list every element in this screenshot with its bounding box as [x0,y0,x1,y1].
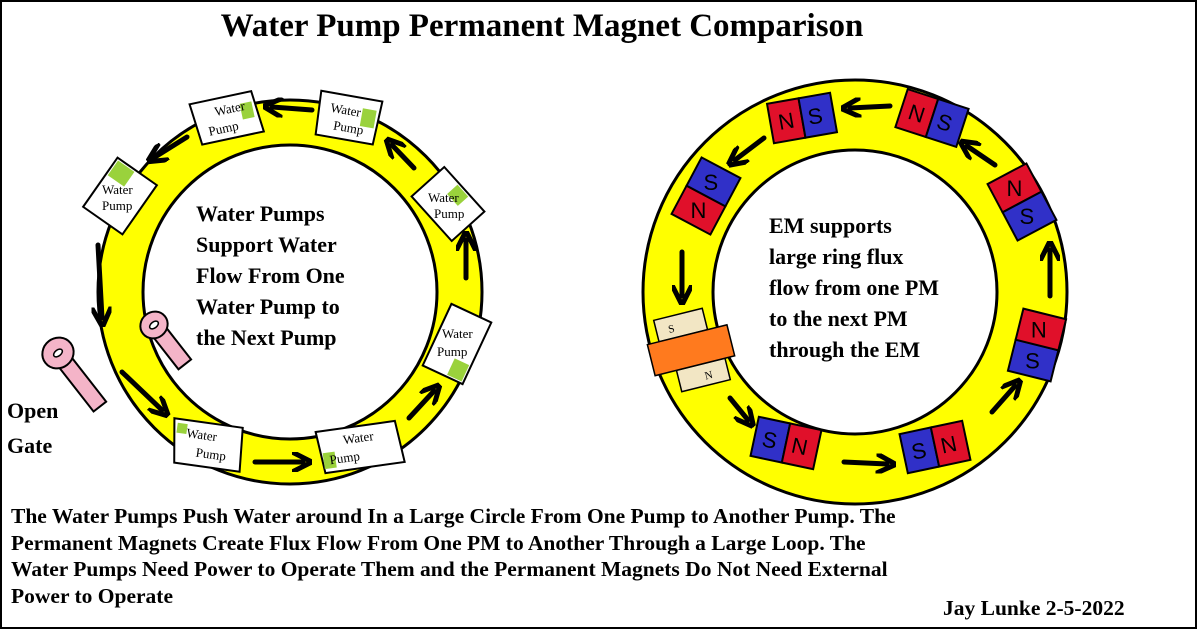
pump-label-top: Water [342,428,375,447]
arrow-icon [989,386,1015,415]
center-line: to the next PM [769,306,908,331]
caption-line: Power to Operate [11,583,173,608]
pump-label-top: Water [428,190,459,205]
magnet-4: N S [986,162,1058,242]
pump-label-bottom: Pump [195,445,227,464]
right-center-text: EM supports large ring flux flow from on… [769,210,939,365]
pump-label-bottom: Pump [329,448,361,467]
arrow-icon [155,134,190,157]
magnet-7: S N [898,419,972,475]
south-pole-label: S [909,437,929,465]
north-pole-label: N [1006,176,1022,201]
em-south-label: S [667,323,676,336]
magnet-2: N S [894,87,970,149]
south-pole-label: S [704,170,719,195]
north-pole-label: N [690,198,706,223]
north-pole-label: N [1031,317,1047,342]
arrow-icon [727,395,748,420]
magnet-3: N S [670,156,742,236]
right-flow-arrows [682,106,1050,464]
pump-label-top: Water [329,100,363,120]
ring-inner [141,143,439,441]
pump-3: Water Pump [81,156,159,236]
em-north-label: N [703,369,714,383]
pump-label-bottom: Pump [434,206,464,221]
author-credit: Jay Lunke 2-5-2022 [943,596,1125,620]
north-pole-label: N [789,433,810,461]
caption-line: Water Pumps Need Power to Operate Them a… [11,557,888,581]
ring-inner [711,148,999,436]
pump-label-bottom: Pump [437,344,467,359]
arrow-icon [98,242,102,318]
magnet-6: S N [749,415,823,471]
gate-label-line: Gate [7,433,53,458]
gate-icon [41,336,108,413]
pump-label-top: Water [213,98,247,119]
pump-label-top: Water [442,326,473,341]
south-pole-label: S [806,103,825,130]
pump-4: Water Pump [410,165,486,243]
caption-line: The Water Pumps Push Water around In a L… [11,504,896,528]
center-line: Flow From One [196,263,345,288]
pump-label-top: Water [102,182,133,197]
south-pole-label: S [760,426,780,454]
arrow-icon [119,369,162,410]
pump-label-bottom: Pump [207,118,240,139]
electromagnet: S N [646,307,736,393]
arrow-icon [735,135,767,160]
magnet-1: N S [765,91,839,145]
magnet-ring [641,78,1069,506]
pump-label-bottom: Pump [332,118,364,138]
water-pump-ring [96,98,484,486]
magnet-5: S N [1006,307,1068,383]
pump-5: Water Pump [421,302,493,386]
north-pole-label: N [938,431,959,459]
pump-6: Water Pump [173,417,244,473]
arrow-icon [850,106,893,108]
caption: The Water Pumps Push Water around In a L… [11,503,896,609]
pump-label-bottom: Pump [102,198,132,213]
north-pole-label: N [905,99,928,128]
center-line: the Next Pump [196,325,337,350]
left-flow-arrows [98,107,466,462]
pump-label-top: Water [185,425,218,444]
arrow-icon [841,462,887,464]
arrow-icon [392,145,417,171]
pump-1: Water Pump [188,90,266,146]
center-line: through the EM [769,337,921,362]
left-center-text: Water Pumps Support Water Flow From One … [196,198,345,353]
page-title: Water Pump Permanent Magnet Comparison [220,8,864,44]
center-line: flow from one PM [769,275,940,300]
pump-2: Water Pump [314,89,384,146]
arrow-icon [967,146,998,168]
open-gate-label: Open Gate [7,393,58,463]
caption-line: Permanent Magnets Create Flux Flow From … [11,530,866,555]
center-line: Support Water [196,232,337,257]
pump-7: Water Pump [314,419,406,475]
center-line: EM supports [769,213,892,238]
gate-label-line: Open [7,398,59,423]
south-pole-label: S [1025,349,1040,374]
arrow-icon [406,391,434,421]
arrow-icon [272,107,315,110]
center-line: large ring flux [769,244,904,269]
north-pole-label: N [776,108,796,135]
south-pole-label: S [1020,204,1035,229]
gate-icon [139,310,193,371]
center-line: Water Pump to [196,294,340,319]
center-line: Water Pumps [196,201,325,226]
